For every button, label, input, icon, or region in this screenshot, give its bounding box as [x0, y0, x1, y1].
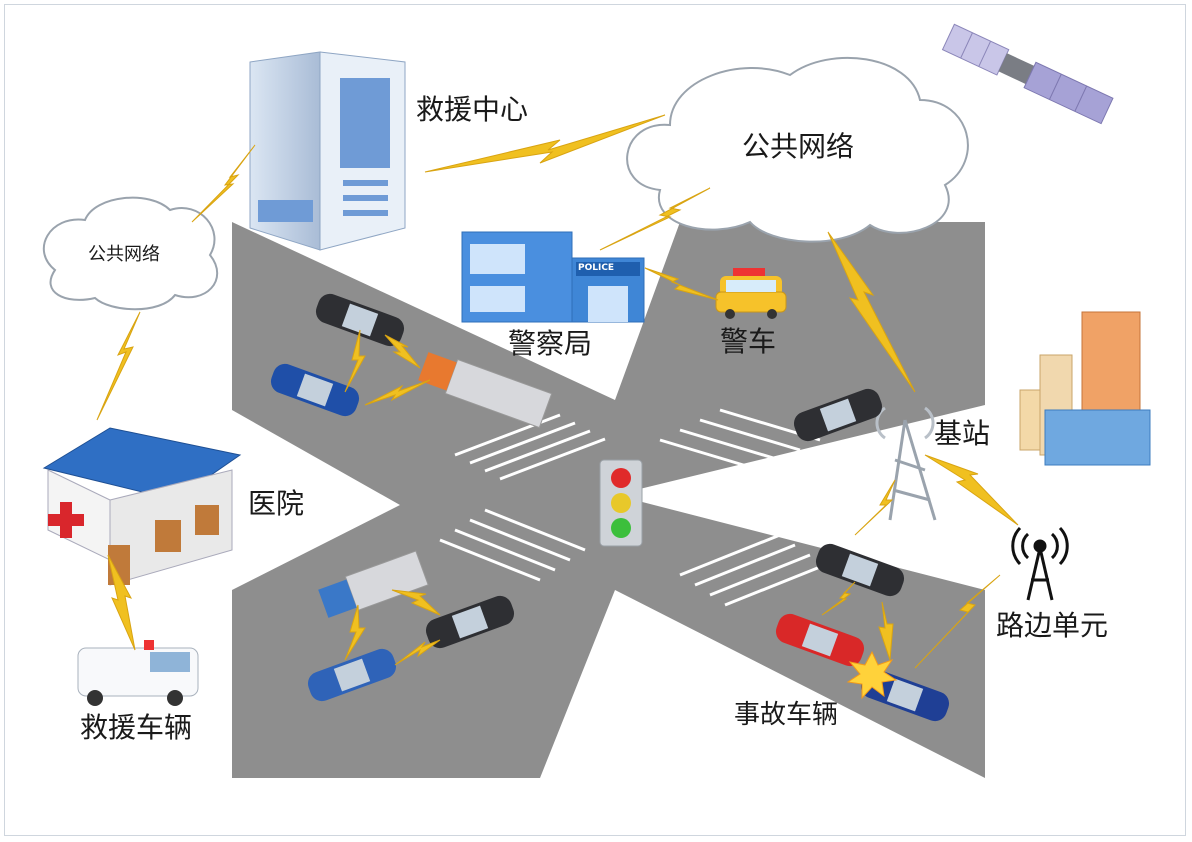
link-acc-b [878, 601, 894, 661]
roadside-unit-label: 路边单元 [996, 609, 1109, 642]
crosswalk-west [439, 508, 586, 582]
wireless-links [96, 114, 1019, 669]
roadside-unit-antenna [1011, 526, 1069, 601]
vehicles [270, 293, 950, 722]
police-station-building [461, 231, 645, 323]
car-black-1 [315, 293, 405, 347]
crosswalk-north [454, 413, 606, 481]
link-acc-a [821, 581, 856, 616]
ambulance-label: 救援车辆 [80, 711, 193, 744]
crosswalk-south [679, 533, 826, 607]
base-station-tower [875, 406, 937, 521]
cloud-public-network-main [626, 56, 969, 243]
link-car-truck-b [364, 379, 431, 406]
accident-vehicles-label: 事故车辆 [734, 700, 839, 730]
hospital-label: 医院 [248, 487, 305, 520]
police-car-icon [715, 268, 787, 319]
base-station-label: 基站 [934, 417, 991, 450]
link-truck-car-d [344, 604, 366, 661]
link-center-cloud [424, 114, 666, 173]
link-base-rsu [924, 454, 1019, 526]
link-cloud-police [599, 187, 711, 251]
traffic-light [599, 459, 643, 547]
link-police-car [644, 267, 719, 301]
satellite [941, 23, 1114, 125]
link-car-car-a [344, 329, 366, 393]
link-hospital-ambulance [107, 554, 136, 651]
car-black-4 [815, 543, 905, 597]
public-network-main-label: 公共网络 [742, 130, 855, 163]
police-sign-label: POLICE [578, 263, 615, 273]
link-truck-car-c [391, 589, 441, 616]
cloud-public-network-left [42, 196, 218, 311]
link-car-truck-a [384, 334, 421, 369]
link-center-leftcloud [191, 144, 256, 223]
public-network-left-label: 公共网络 [88, 244, 160, 265]
city-buildings [1019, 311, 1151, 466]
car-black-3 [425, 595, 515, 649]
link-leftcloud-hospital [96, 311, 141, 421]
link-car-car-e [394, 639, 441, 666]
police-station-label: 警察局 [508, 327, 593, 360]
car-blue-1 [270, 363, 360, 417]
rescue-center-label: 救援中心 [416, 93, 529, 126]
car-red-accident [775, 613, 865, 667]
link-base-car [854, 479, 896, 536]
hospital-building [42, 427, 242, 586]
link-rsu-accident [914, 574, 1001, 669]
rescue-center-building [249, 51, 406, 251]
diagram-border [4, 4, 1186, 836]
truck-2 [318, 550, 429, 618]
link-cloud-base [827, 231, 916, 393]
police-car-label: 警车 [720, 325, 777, 358]
crash-burst-icon [846, 650, 898, 700]
ambulance-icon [77, 640, 199, 706]
car-blue-2 [307, 648, 397, 702]
car-black-2 [793, 388, 883, 442]
